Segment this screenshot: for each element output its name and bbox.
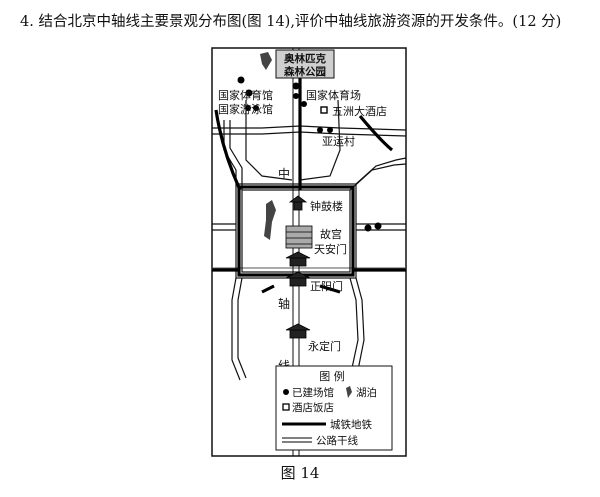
label-stadium: 国家体育场 (306, 88, 361, 102)
label-aquatics: 国家游泳馆 (218, 102, 273, 116)
figure-caption: 图 14 (280, 464, 320, 482)
label-yongdingmen: 永定门 (308, 339, 341, 353)
label-bell-drum: 钟鼓楼 (310, 199, 343, 213)
label-zhengyangmen: 正阳门 (310, 279, 343, 293)
legend-built-venue: 已建场馆 (292, 386, 334, 399)
question-number: 4. (20, 14, 34, 30)
label-hotel: 五洲大酒店 (332, 104, 387, 118)
label-palace: 故宫 (320, 227, 342, 241)
forest-park-label-2: 森林公园 (283, 65, 326, 78)
label-axis-1: 中 (278, 166, 290, 181)
lakes (260, 52, 276, 240)
legend-metro: 城铁地铁 (330, 418, 372, 431)
legend: 图 例 已建场馆 湖泊 酒店饭店 城铁地铁 公路干线 (275, 365, 393, 451)
label-asian-games: 亚运村 (322, 134, 355, 148)
label-axis-2: 轴 (278, 296, 290, 311)
forest-park-label-1: 奥林匹克 (284, 52, 326, 65)
question-body: 结合北京中轴线主要景观分布图(图 14),评价中轴线旅游资源的开发条件。(12 … (38, 14, 562, 30)
legend-hotel: 酒店饭店 (292, 401, 334, 414)
label-tiananmen: 天安门 (314, 242, 347, 256)
legend-lake: 湖泊 (356, 387, 377, 399)
question-text: 4. 结合北京中轴线主要景观分布图(图 14),评价中轴线旅游资源的开发条件。(… (20, 12, 590, 32)
legend-title: 图 例 (319, 369, 345, 383)
ring-roads (212, 99, 407, 381)
legend-road: 公路干线 (316, 434, 358, 447)
gate-icons (285, 195, 313, 339)
venues (237, 76, 382, 232)
forest-park-box (275, 49, 335, 79)
hotel-marker (320, 106, 328, 114)
label-gymnasium: 国家体育馆 (218, 88, 273, 102)
